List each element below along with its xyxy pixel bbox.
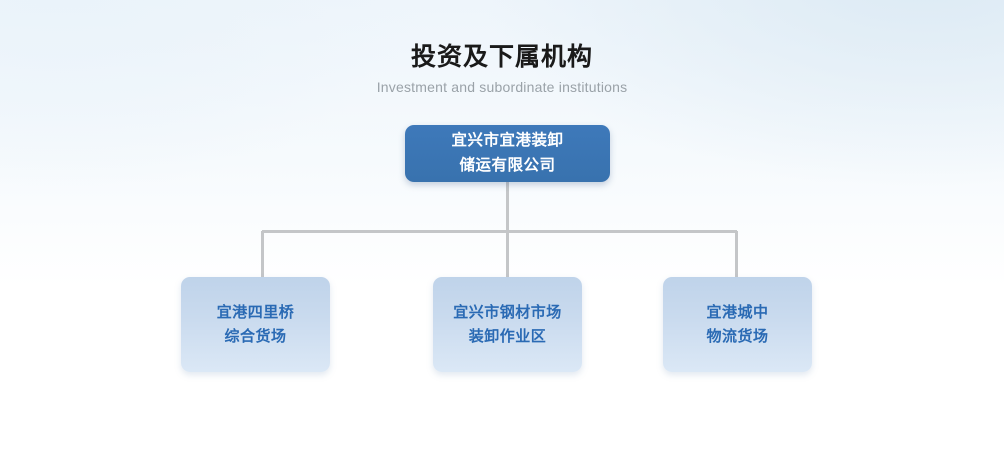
org-node-child-0[interactable]: 宜港四里桥 综合货场 <box>181 277 330 372</box>
org-node-child-1-label: 宜兴市钢材市场 装卸作业区 <box>453 304 562 345</box>
page-header: 投资及下属机构 Investment and subordinate insti… <box>0 42 1004 96</box>
page-subtitle: Investment and subordinate institutions <box>376 79 628 95</box>
org-node-root-label: 宜兴市宜港装卸 储运有限公司 <box>451 132 564 174</box>
org-node-root[interactable]: 宜兴市宜港装卸 储运有限公司 <box>405 125 610 182</box>
org-node-child-2-label: 宜港城中 物流货场 <box>706 304 769 345</box>
page-title: 投资及下属机构 <box>410 43 593 71</box>
org-node-child-2[interactable]: 宜港城中 物流货场 <box>663 277 812 372</box>
org-node-child-1[interactable]: 宜兴市钢材市场 装卸作业区 <box>433 277 582 372</box>
org-node-child-0-label: 宜港四里桥 综合货场 <box>216 304 295 345</box>
